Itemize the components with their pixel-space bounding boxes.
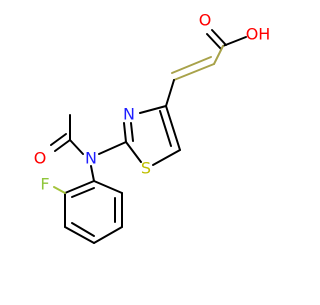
bond-vinyl-double-a — [173, 63, 215, 81]
bond-ring-c5-s — [152, 149, 181, 166]
bond-benzene-6-inner — [71, 187, 95, 198]
oxygen-carbonyl-label: O — [199, 11, 212, 30]
bond-ring-c2-n-b — [130, 122, 134, 142]
bond-ring-c4-c5-a — [165, 105, 181, 151]
bond-benzene-6 — [64, 180, 95, 194]
molecule-structure: O OH N S N O F — [34, 11, 271, 244]
bond-amide-n-to-carbonyl — [69, 139, 84, 155]
bond-ring-s-c2 — [125, 141, 142, 163]
bond-carbon-fluorine — [53, 186, 66, 194]
bond-ring-c4-c5-b — [159, 110, 172, 147]
bond-vinyl-to-ring — [165, 79, 175, 107]
bond-acid-hydroxyl — [222, 36, 247, 47]
oxygen-acetyl-label: O — [34, 149, 47, 168]
bond-benzene-4-inner — [71, 222, 95, 237]
bond-benzene-4 — [64, 226, 95, 244]
nitrogen-amide-label: N — [85, 149, 97, 168]
bond-benzene-3 — [93, 226, 123, 244]
bond-group — [50, 29, 247, 244]
hydroxyl-label: OH — [246, 25, 271, 44]
bond-amide-n-to-phenyl — [90, 165, 95, 182]
bond-acid-to-vinyl — [213, 45, 224, 65]
bond-ring-n-c4 — [139, 105, 167, 114]
bond-benzene-1 — [93, 180, 123, 194]
bond-ring-to-amide-n — [98, 141, 127, 155]
bond-acetyl-double-b — [50, 133, 67, 146]
sulfur-ring-label: S — [141, 159, 151, 178]
bond-carbonyl-double-b — [206, 33, 222, 50]
bond-acetyl-double-a — [54, 139, 71, 152]
molecule-structure-canvas: O OH N S N O F — [34, 11, 271, 244]
bond-carbonyl-double-a — [211, 29, 227, 46]
fluorine-label: F — [40, 175, 49, 194]
nitrogen-ring-label: N — [123, 105, 135, 124]
atom-label-group: O OH N S N O F — [34, 11, 271, 194]
bond-vinyl-double-b — [171, 56, 212, 74]
bond-ring-c2-n-a — [123, 122, 127, 143]
